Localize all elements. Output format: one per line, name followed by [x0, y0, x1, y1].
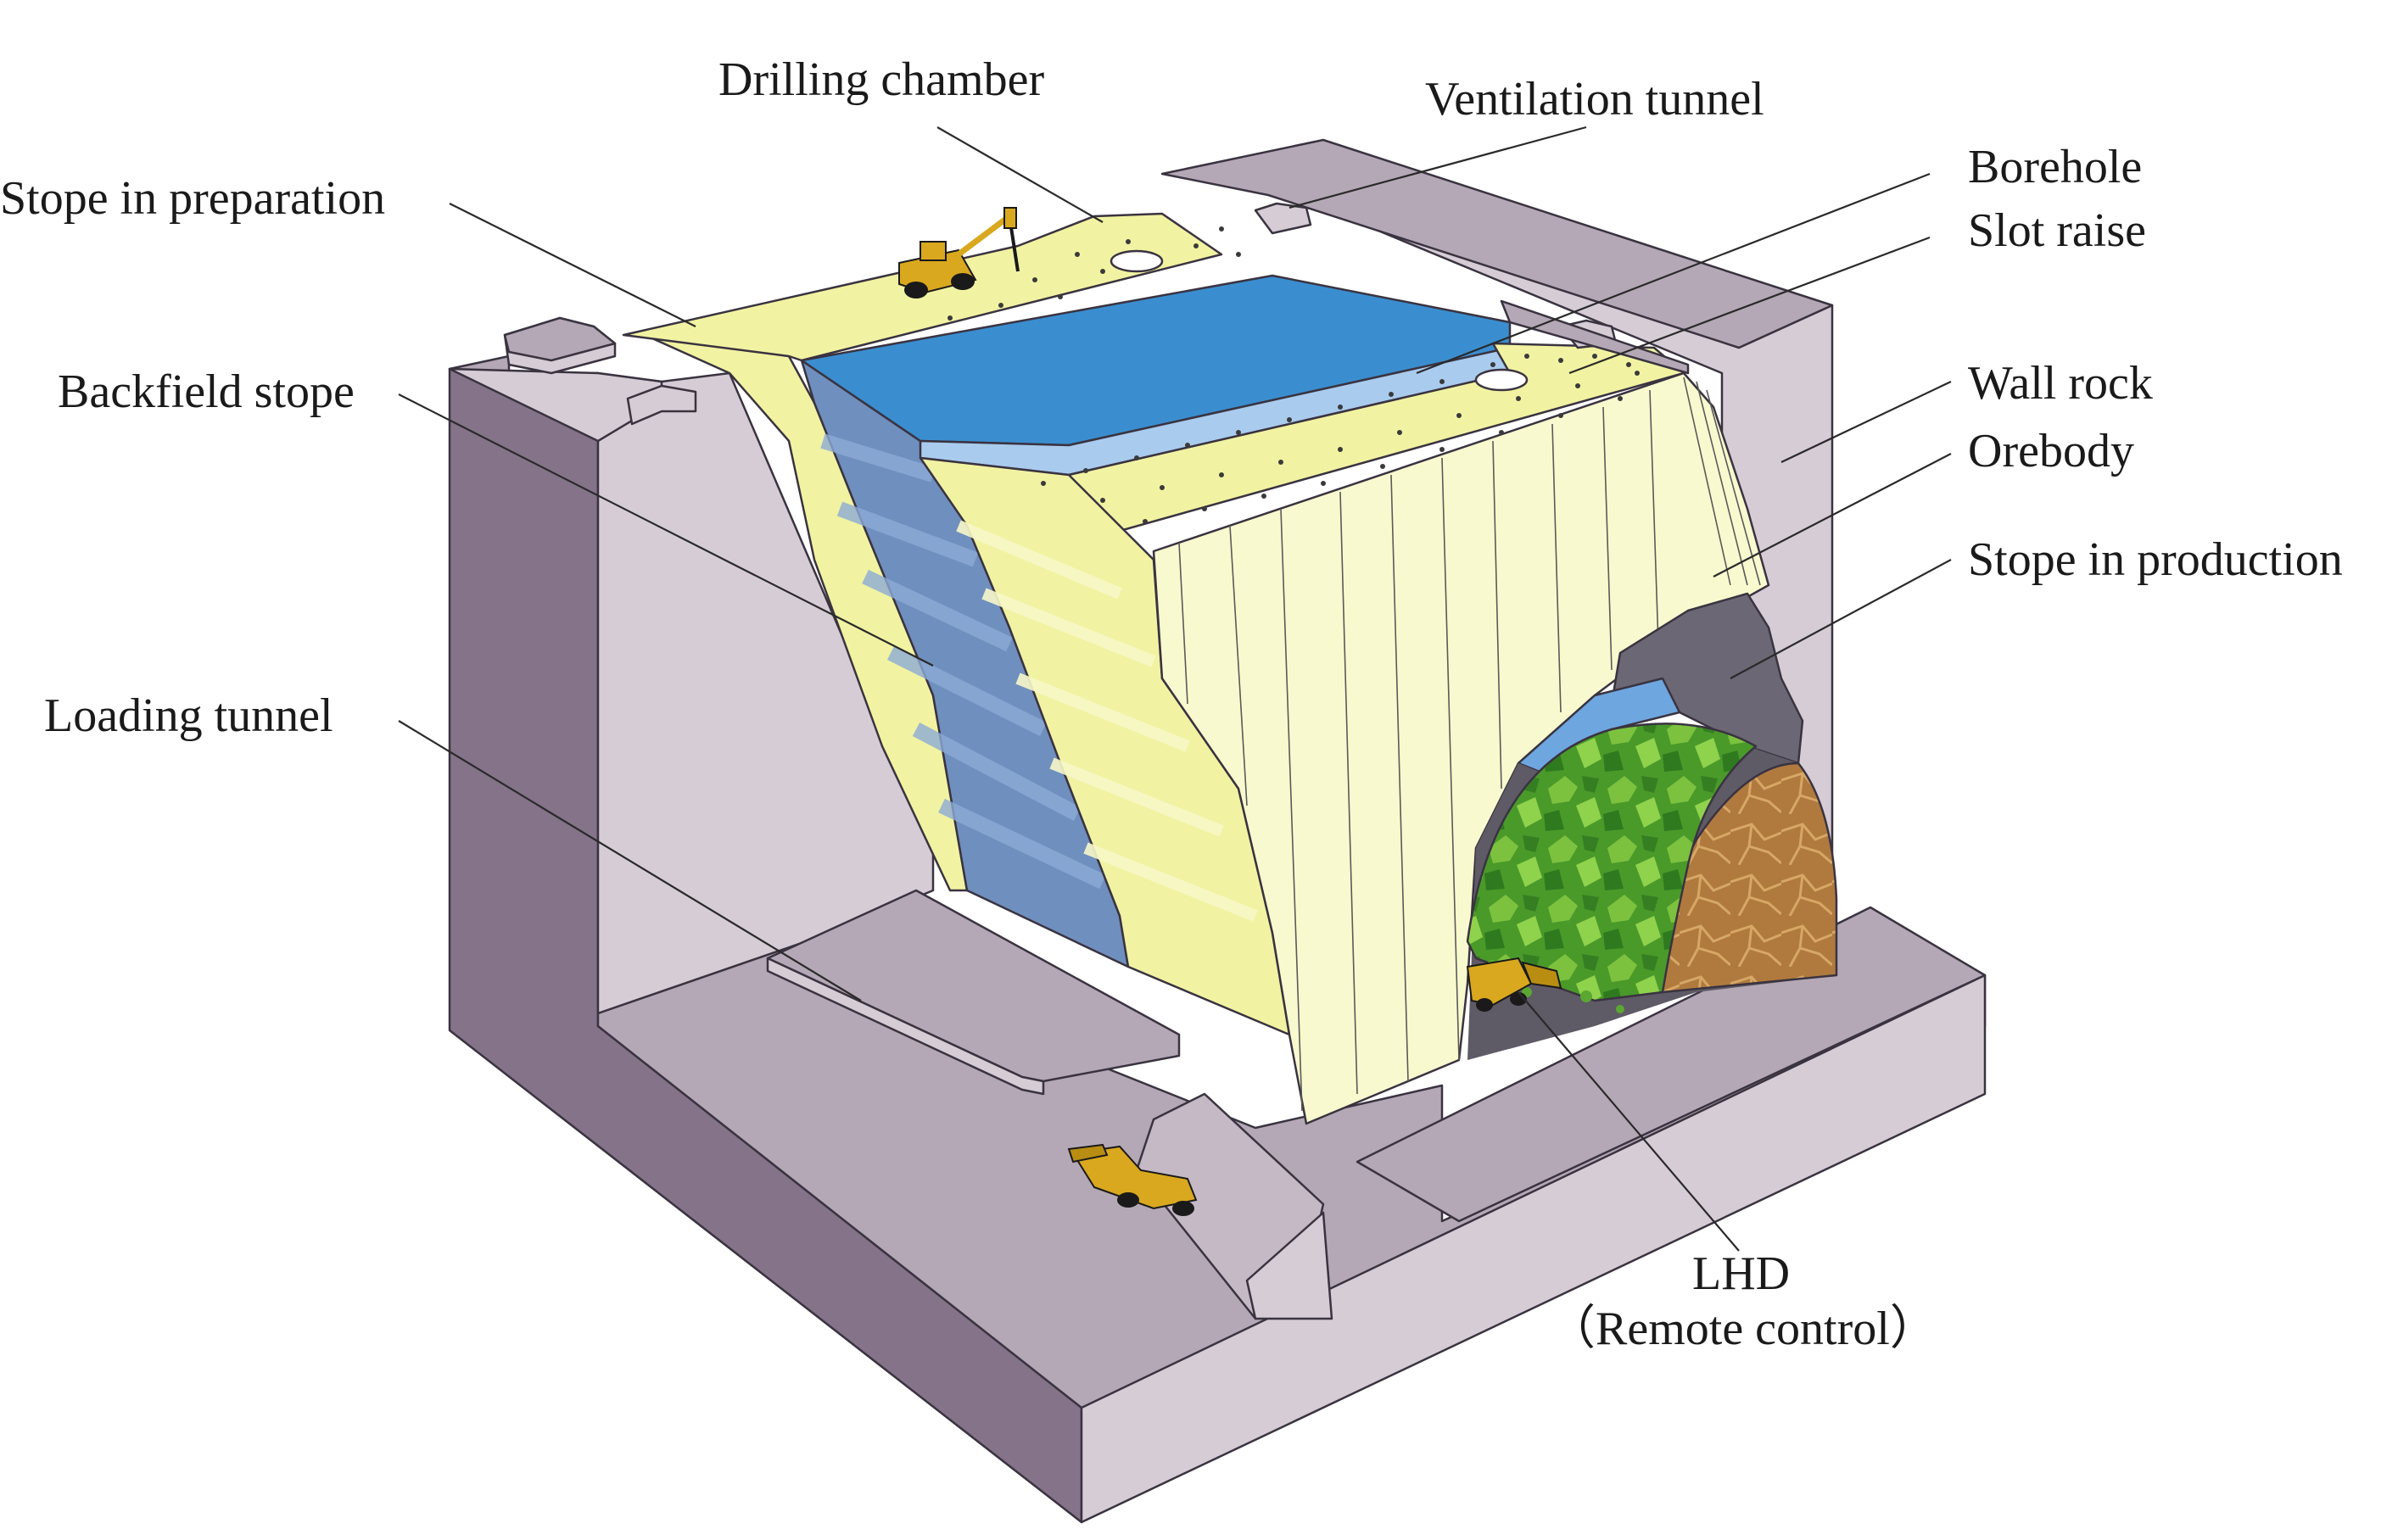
- lhd-tunnel-loader-icon: [1067, 1143, 1198, 1216]
- slot-raise-lower: [1474, 368, 1529, 392]
- drill-rig-icon: [898, 207, 1020, 299]
- ventilation-tunnel: [1254, 202, 1690, 375]
- label-drilling-chamber: Drilling chamber: [718, 53, 1044, 106]
- backfill-stope: [643, 274, 1512, 968]
- label-borehole: Borehole: [1968, 141, 2142, 193]
- label-ventilation-tunnel: Ventilation tunnel: [1425, 73, 1764, 126]
- stope-in-production: [1466, 592, 1838, 1060]
- label-stope-in-preparation: Stope in preparation: [0, 172, 385, 225]
- label-lhd-remote-control: （Remote control）: [1548, 1303, 1937, 1355]
- slot-raise-top: [1110, 249, 1164, 273]
- label-stope-in-production: Stope in production: [1968, 533, 2343, 586]
- lhd-loader-icon: [1466, 957, 1562, 1012]
- label-lhd: LHD: [1692, 1247, 1790, 1300]
- leader-lines: [398, 126, 1952, 1252]
- label-wall-rock: Wall rock: [1968, 357, 2153, 410]
- label-orebody: Orebody: [1968, 425, 2134, 477]
- label-slot-raise: Slot raise: [1968, 204, 2146, 257]
- orebody-face: [947, 226, 1770, 1125]
- label-loading-tunnel: Loading tunnel: [44, 689, 333, 742]
- label-backfield-stope: Backfield stope: [58, 365, 355, 418]
